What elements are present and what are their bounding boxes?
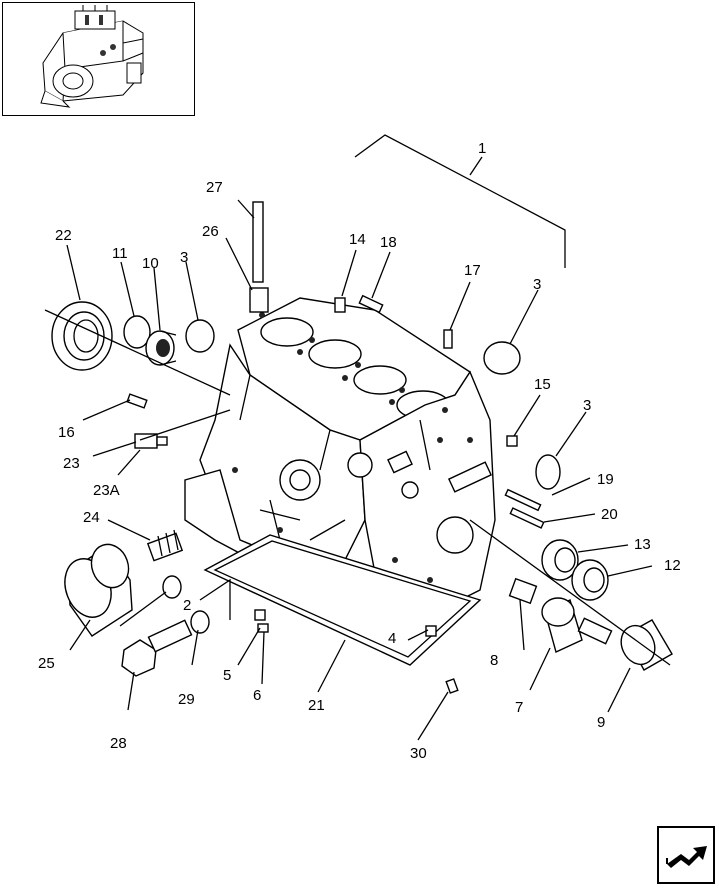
axis-line xyxy=(199,578,231,620)
plug xyxy=(254,609,266,621)
callout-15: 15 xyxy=(534,376,551,393)
axis-line xyxy=(44,309,231,396)
idler-shaft xyxy=(541,597,613,653)
relief-valve-plug xyxy=(121,619,193,677)
plug xyxy=(126,393,148,409)
callout-12: 12 xyxy=(664,557,681,574)
callout-14: 14 xyxy=(349,231,366,248)
bearing xyxy=(145,330,177,366)
dowel-pin xyxy=(443,329,453,349)
callout-24: 24 xyxy=(83,509,100,526)
callout-26: 26 xyxy=(202,223,219,240)
callout-23a: 23A xyxy=(93,482,120,499)
arrow-right-icon xyxy=(666,846,707,868)
leader-line xyxy=(469,156,483,176)
callout-21: 21 xyxy=(308,697,325,714)
assembly-bracket xyxy=(354,134,566,268)
filter-nipple xyxy=(146,529,184,562)
head-bolt xyxy=(249,201,269,313)
callout-28: 28 xyxy=(110,735,127,752)
callout-25: 25 xyxy=(38,655,55,672)
callout-30: 30 xyxy=(410,745,427,762)
callout-11: 11 xyxy=(112,245,128,262)
callout-4: 4 xyxy=(388,630,396,647)
callout-18: 18 xyxy=(380,234,397,251)
callout-3: 3 xyxy=(583,397,591,414)
plug xyxy=(425,625,437,637)
oil-pan-gasket xyxy=(203,534,482,666)
o-ring xyxy=(190,610,210,634)
leader-lines xyxy=(66,199,653,741)
callout-3: 3 xyxy=(533,276,541,293)
callout-1: 1 xyxy=(478,140,486,157)
callout-29: 29 xyxy=(178,691,195,708)
oil-pan-gasket-inner xyxy=(213,540,472,658)
plug xyxy=(257,623,269,633)
callout-6: 6 xyxy=(253,687,261,704)
axis-line xyxy=(469,519,671,666)
callout-9: 9 xyxy=(597,714,605,731)
callout-19: 19 xyxy=(597,471,614,488)
sleeve xyxy=(620,619,673,671)
plug xyxy=(508,577,538,605)
dowel-pin xyxy=(358,294,384,314)
bushing xyxy=(571,559,609,601)
callout-13: 13 xyxy=(634,536,651,553)
expansion-plug xyxy=(483,341,521,375)
axis-line xyxy=(139,409,231,441)
next-page-button[interactable] xyxy=(657,826,715,884)
dowel-pin xyxy=(504,488,542,512)
callout-22: 22 xyxy=(55,227,72,244)
callout-5: 5 xyxy=(223,667,231,684)
callout-8: 8 xyxy=(490,652,498,669)
dowel-pin xyxy=(334,297,346,313)
oil-pressure-switch xyxy=(134,433,168,449)
plug xyxy=(506,435,518,447)
oil-filter xyxy=(64,543,133,637)
plug xyxy=(445,678,459,694)
bushing xyxy=(541,539,579,581)
callout-20: 20 xyxy=(601,506,618,523)
expansion-plug xyxy=(535,454,561,490)
callout-16: 16 xyxy=(58,424,75,441)
engine-thumbnail[interactable] xyxy=(2,2,195,116)
engine-thumbnail-icon xyxy=(40,5,144,108)
callout-23: 23 xyxy=(63,455,80,472)
callout-27: 27 xyxy=(206,179,223,196)
callout-labels: 1 2 3 3 3 4 5 6 7 8 9 10 11 12 13 14 15 … xyxy=(38,140,681,762)
expansion-plug xyxy=(185,319,215,353)
callout-7: 7 xyxy=(515,699,523,716)
o-ring xyxy=(123,315,151,349)
dowel-pin xyxy=(509,507,545,529)
callout-3: 3 xyxy=(180,249,188,266)
callout-10: 10 xyxy=(142,255,159,272)
washer xyxy=(162,575,182,599)
callout-17: 17 xyxy=(464,262,481,279)
callout-2: 2 xyxy=(183,597,191,614)
